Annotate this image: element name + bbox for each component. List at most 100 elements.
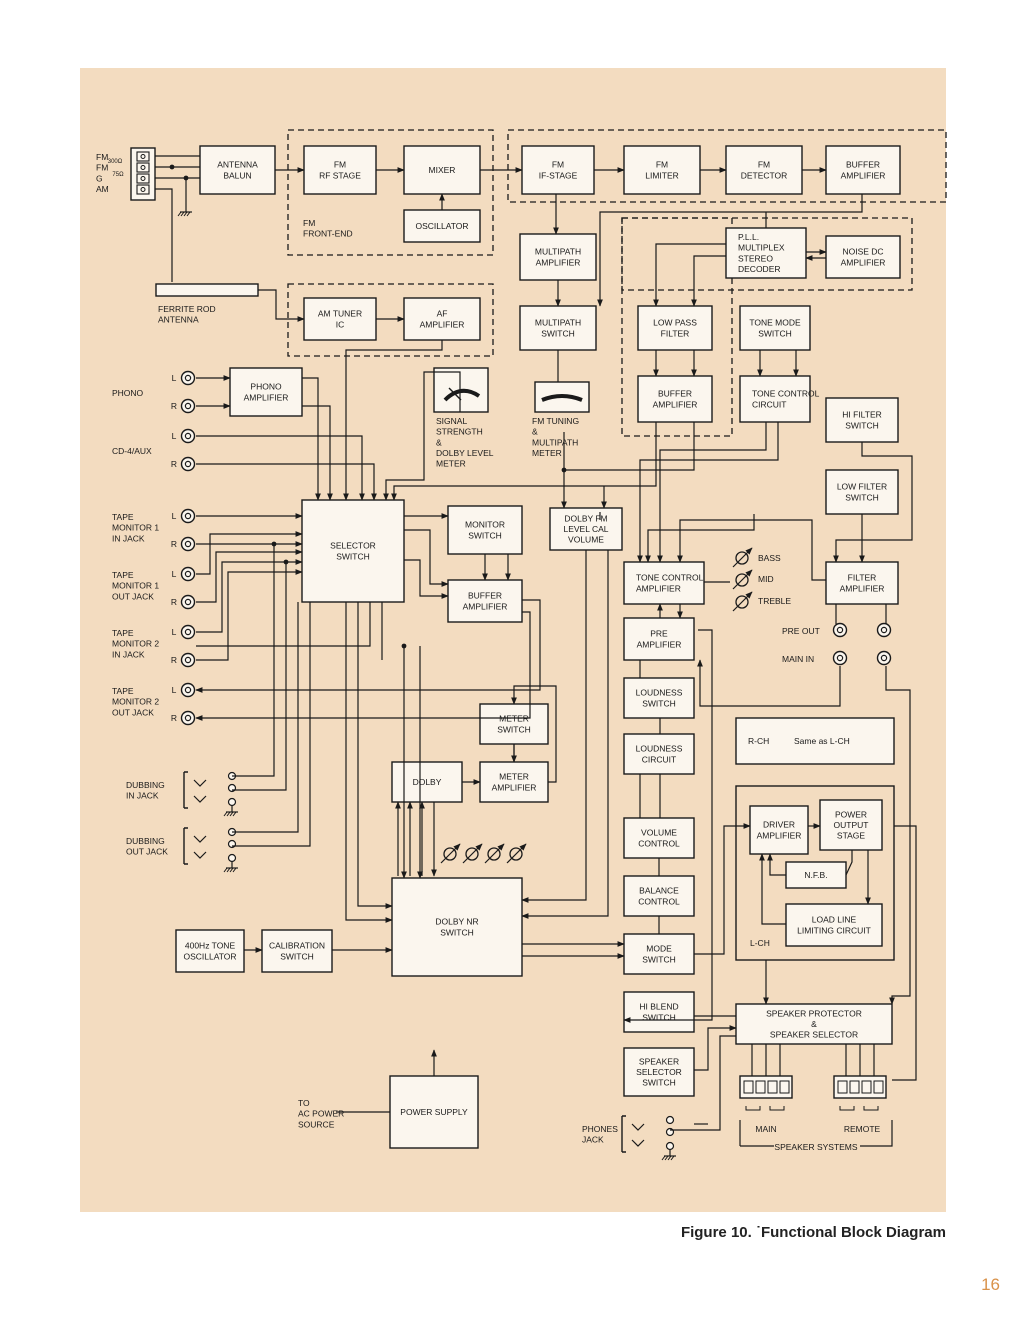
rca-jack: L bbox=[172, 682, 196, 698]
signal-line bbox=[677, 519, 826, 581]
signal-line bbox=[670, 1035, 736, 1131]
jack-label: R bbox=[171, 401, 177, 411]
page-number: 16 bbox=[981, 1275, 1000, 1294]
signal-line bbox=[521, 550, 587, 903]
antenna-terminal-icon bbox=[130, 147, 156, 201]
signal-line bbox=[657, 422, 767, 563]
signal-line bbox=[232, 544, 275, 777]
block-label: MIXER bbox=[429, 165, 456, 175]
rca-jack: R bbox=[171, 710, 196, 726]
signal-line bbox=[196, 549, 303, 603]
label-phono: PHONO bbox=[112, 388, 144, 398]
signal-line bbox=[404, 529, 449, 587]
signal-line bbox=[155, 188, 173, 282]
signal-line bbox=[196, 435, 365, 501]
signal-line bbox=[697, 659, 841, 707]
block-speaker-protector: SPEAKER PROTECTOR&SPEAKER SELECTOR bbox=[735, 1003, 893, 1045]
label-ohm75: 75Ω bbox=[112, 172, 124, 178]
signal-line bbox=[511, 685, 557, 783]
signal-line bbox=[383, 371, 461, 501]
rca-jack: L bbox=[172, 566, 196, 582]
block-label: POWER SUPPLY bbox=[400, 1107, 468, 1117]
rca-jack bbox=[876, 650, 892, 666]
signal-line bbox=[232, 562, 287, 791]
label-speaker-systems: SPEAKER SYSTEMS bbox=[774, 1142, 857, 1152]
signal-line bbox=[404, 559, 449, 599]
rca-jack bbox=[832, 650, 848, 666]
am-tuner-group bbox=[287, 283, 494, 357]
signal-line bbox=[645, 514, 755, 563]
signal-line bbox=[343, 340, 443, 501]
signal-line bbox=[597, 194, 863, 307]
phone-jack-icon bbox=[621, 1115, 675, 1153]
signal-line bbox=[653, 243, 726, 307]
block-mixer: MIXER bbox=[403, 145, 481, 195]
rca-jack bbox=[832, 622, 848, 638]
signal-line bbox=[767, 853, 786, 876]
signal-line bbox=[232, 602, 299, 833]
rca-jack: L bbox=[172, 624, 196, 640]
label-same-as-lch: Same as L-CH bbox=[794, 736, 850, 746]
signal-line bbox=[196, 531, 303, 575]
block-label: N.F.B. bbox=[804, 870, 827, 880]
jack-label: R bbox=[171, 597, 177, 607]
block-label: OSCILLATOR bbox=[415, 221, 468, 231]
signal-meter-icon bbox=[433, 367, 489, 413]
jack-label: R bbox=[171, 713, 177, 723]
block-nfb: N.F.B. bbox=[785, 861, 847, 889]
signal-line bbox=[694, 823, 751, 955]
lch-power-amp-frame bbox=[735, 785, 895, 961]
signal-line bbox=[623, 629, 713, 1023]
signal-line bbox=[759, 853, 786, 925]
block-rch: R-CH bbox=[735, 717, 895, 765]
potentiometer-icon bbox=[462, 843, 483, 864]
rca-jack: L bbox=[172, 370, 196, 386]
jack-label: L bbox=[172, 373, 177, 383]
signal-line bbox=[845, 850, 853, 876]
figure-caption: Figure 10. ˙Functional Block Diagram bbox=[680, 1224, 946, 1241]
